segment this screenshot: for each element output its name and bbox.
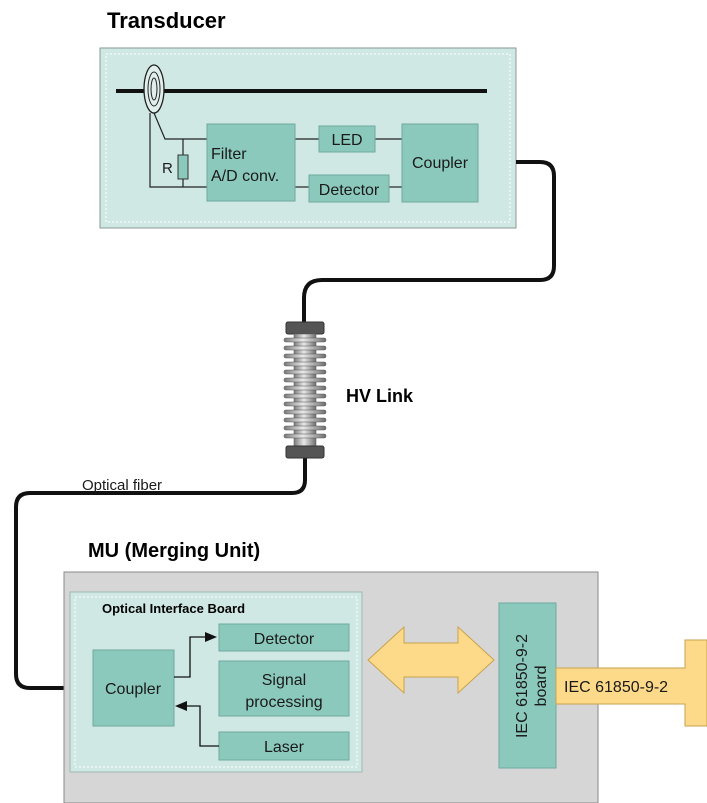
- transducer-detector-block: [308, 174, 390, 203]
- mu-detector-label: Detector: [254, 631, 315, 648]
- secondary-wiring: [149, 112, 402, 188]
- current-transformer-ring: [143, 64, 165, 114]
- iec-output-arrow: [555, 639, 707, 727]
- insulator-shed: [283, 337, 327, 343]
- mu-coupler-label: Coupler: [105, 681, 162, 698]
- transducer-detector-label: Detector: [319, 182, 380, 199]
- mu-coupler-block: [92, 649, 175, 727]
- insulator-shed: [283, 433, 327, 439]
- signal-processing-label-1: Signal: [262, 672, 306, 689]
- insulator-shed: [283, 353, 327, 359]
- insulator-shed: [283, 345, 327, 351]
- filter-ad-block: [206, 123, 296, 202]
- insulator-shed: [283, 361, 327, 367]
- insulator-shed: [283, 393, 327, 399]
- iec-board-label-1: IEC 61850-9-2: [514, 634, 531, 738]
- optical-fiber-lower: [14, 452, 307, 690]
- resistor: [177, 154, 189, 180]
- led-label: LED: [331, 132, 362, 149]
- resistor-label: R: [162, 160, 173, 177]
- insulator-shed: [283, 417, 327, 423]
- laser-block: [218, 731, 350, 761]
- ad-conv-label: A/D conv.: [211, 168, 279, 185]
- mu-title: MU (Merging Unit): [88, 540, 260, 562]
- optical-fiber-upper: [302, 160, 556, 330]
- signal-processing-block: [218, 660, 350, 717]
- insulator-shed: [283, 377, 327, 383]
- insulator-shed: [283, 385, 327, 391]
- transducer-coupler-label: Coupler: [412, 155, 469, 172]
- iec-board-block: [498, 602, 557, 769]
- laser-label: Laser: [264, 739, 305, 756]
- insulator-shed: [283, 425, 327, 431]
- bidirectional-arrow: [367, 625, 495, 695]
- led-block: [318, 125, 376, 153]
- iec-output-label: IEC 61850-9-2: [564, 679, 668, 696]
- coupler-to-detector-arrow: [174, 632, 217, 678]
- insulator-shed: [283, 401, 327, 407]
- hv-insulator: [283, 321, 327, 459]
- mu-detector-block: [218, 623, 350, 652]
- optical-fiber-label: Optical fiber: [82, 477, 162, 494]
- transducer-title: Transducer: [107, 8, 226, 33]
- filter-label: Filter: [211, 146, 247, 163]
- iec-board-label-2: board: [533, 666, 550, 707]
- signal-processing-label-2: processing: [245, 694, 322, 711]
- hv-link-label: HV Link: [346, 386, 414, 406]
- transducer-coupler-block: [401, 123, 479, 203]
- laser-to-coupler-arrow: [175, 701, 219, 747]
- optical-interface-board-title: Optical Interface Board: [102, 601, 245, 616]
- insulator-shed: [283, 369, 327, 375]
- insulator-shed: [283, 409, 327, 415]
